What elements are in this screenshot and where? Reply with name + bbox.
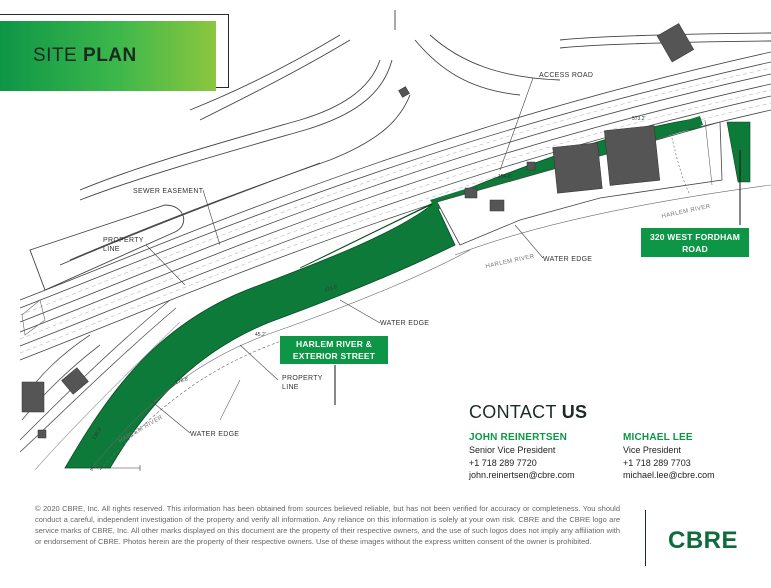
- property-line-label-2b: LINE: [282, 384, 299, 391]
- contact-title-bold: US: [561, 402, 588, 422]
- contact-role: Vice President: [623, 445, 681, 456]
- disclaimer-text: © 2020 CBRE, Inc. All rights reserved. T…: [35, 504, 620, 546]
- page-title-bold: PLAN: [83, 45, 137, 66]
- svg-text:376.6': 376.6': [324, 284, 339, 294]
- contact-title-light: CONTACT: [469, 402, 557, 422]
- svg-text:573.2': 573.2': [632, 116, 646, 122]
- harlem-river-label-1: HARLEM RIVER: [485, 254, 535, 270]
- footer-divider: [645, 510, 646, 566]
- callout-harlem-line2: EXTERIOR STREET: [292, 351, 376, 361]
- water-edge-label-2: WATER EDGE: [190, 431, 239, 438]
- callout-fordham-line2: ROAD: [682, 243, 708, 254]
- contact-role: Senior Vice President: [469, 445, 556, 456]
- contact-email[interactable]: michael.lee@cbre.com: [623, 469, 715, 480]
- water-edge-label-1: WATER EDGE: [380, 320, 429, 327]
- page-title: SITE PLAN: [33, 45, 137, 67]
- water-edge-label-3: WATER EDGE: [543, 256, 592, 263]
- property-line-label-1: PROPERTY: [103, 237, 144, 244]
- callout-fordham-road: 320 WEST FORDHAM ROAD: [641, 228, 749, 257]
- sewer-easement-label: SEWER EASEMENT: [133, 188, 204, 195]
- contact-name: MICHAEL LEE: [623, 432, 693, 443]
- contact-phone[interactable]: +1 718 289 7703: [623, 457, 691, 468]
- callout-fordham-line1: 320 WEST FORDHAM: [649, 231, 741, 242]
- title-bar: [0, 21, 216, 91]
- cbre-logo: CBRE: [668, 527, 739, 554]
- contact-name: JOHN REINERTSEN: [469, 432, 568, 443]
- contact-card: MICHAEL LEE Vice President +1 718 289 77…: [623, 432, 715, 481]
- contact-phone[interactable]: +1 718 289 7720: [469, 457, 537, 468]
- svg-text:154.8': 154.8': [498, 174, 512, 180]
- svg-text:45.2': 45.2': [255, 332, 266, 338]
- contact-email[interactable]: john.reinertsen@cbre.com: [469, 469, 575, 480]
- contact-title: CONTACT US: [469, 402, 587, 423]
- contact-card: JOHN REINERTSEN Senior Vice President +1…: [469, 432, 575, 481]
- site-plan-map: 154.8' 573.2' 376.6' 278.8' 45.2' 138.3'…: [19, 10, 771, 471]
- callout-harlem-river: HARLEM RIVER & EXTERIOR STREET: [280, 336, 388, 364]
- access-road-label: ACCESS ROAD: [539, 72, 593, 79]
- property-line-label-2: PROPERTY: [282, 375, 323, 382]
- property-line-label-1b: LINE: [103, 246, 120, 253]
- svg-text:278.8': 278.8': [175, 376, 190, 386]
- page-title-light: SITE: [33, 45, 78, 66]
- callout-harlem-line1: HARLEM RIVER &: [296, 339, 372, 349]
- harlem-river-label-2: HARLEM RIVER: [661, 204, 711, 220]
- svg-text:138.3': 138.3': [92, 426, 104, 441]
